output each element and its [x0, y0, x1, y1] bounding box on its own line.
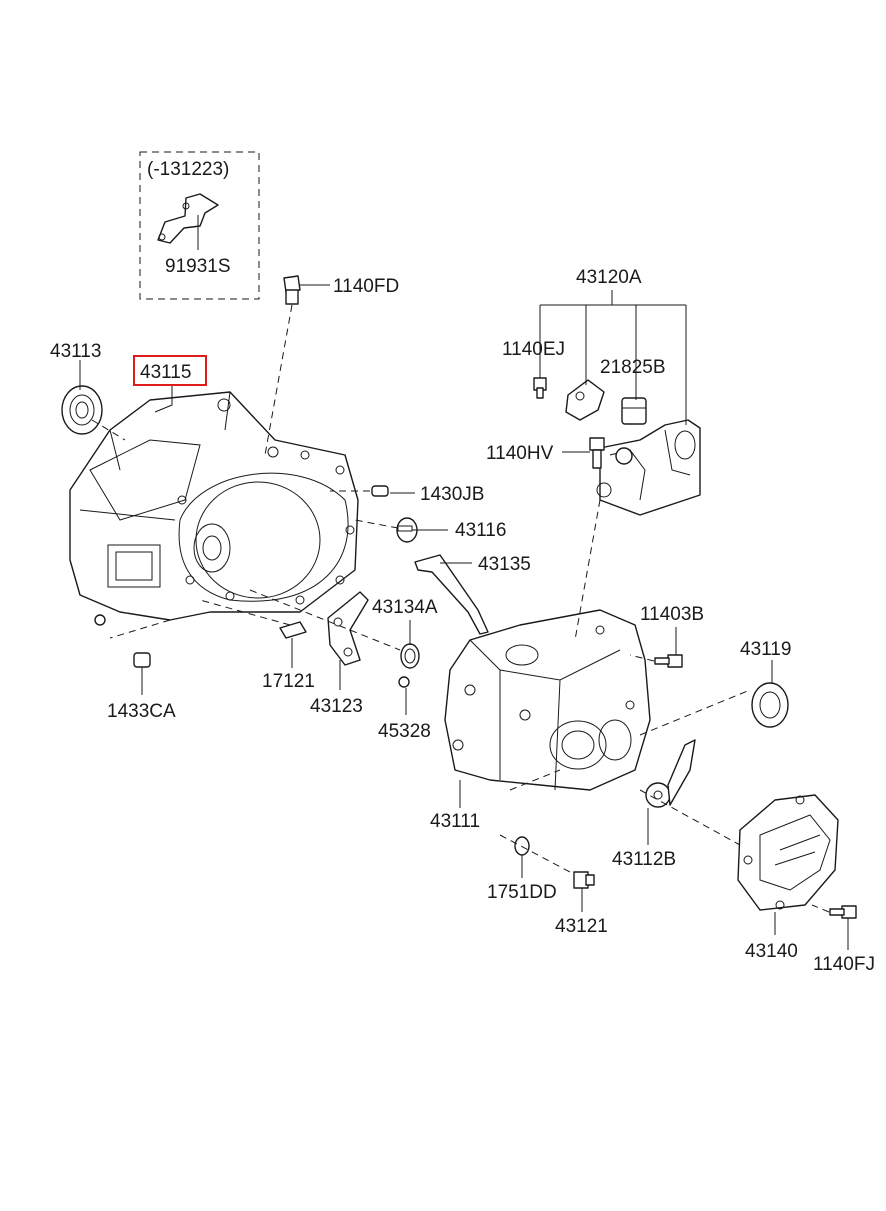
transaxle-case-43111-drawing — [444, 609, 651, 791]
variant-box-border — [139, 151, 260, 300]
clutch-housing-43115-drawing — [69, 391, 359, 626]
part-label-43115[interactable]: 43115 — [140, 362, 191, 383]
leader-lines — [79, 284, 849, 950]
bolt-11403b-drawing — [654, 654, 683, 668]
part-label-91931s[interactable]: 91931S — [165, 256, 231, 277]
seal-43134a-drawing — [400, 643, 420, 669]
part-label-1751dd[interactable]: 1751DD — [487, 882, 557, 903]
mount-bracket-43120a-drawing — [596, 419, 701, 516]
washer-17121-drawing — [279, 621, 307, 639]
part-labels: 43113 43115 1140FD 43120A 1140EJ 21825B … — [50, 267, 875, 975]
part-label-1140hv[interactable]: 1140HV — [486, 443, 554, 464]
variant-box: (-131223) 91931S — [139, 151, 260, 300]
bolt-1140fd-drawing — [283, 275, 301, 305]
part-label-43120a[interactable]: 43120A — [576, 267, 642, 288]
oil-guide-43112b-drawing — [645, 739, 696, 808]
part-label-43112b[interactable]: 43112B — [612, 849, 676, 870]
part-label-43116[interactable]: 43116 — [455, 520, 506, 541]
plate-43123-drawing — [327, 591, 369, 666]
bracket-plate-drawing — [565, 379, 605, 421]
part-label-21825b[interactable]: 21825B — [600, 357, 666, 378]
bracket-91931s-drawing — [157, 193, 219, 244]
highlight-box-43115 — [133, 355, 207, 386]
oil-seal-43119-drawing — [751, 682, 789, 728]
variant-code-label[interactable]: (-131223) — [147, 159, 229, 180]
part-label-1430jb[interactable]: 1430JB — [420, 484, 484, 505]
oil-seal-43113-drawing — [61, 385, 103, 435]
part-label-43140[interactable]: 43140 — [745, 941, 798, 962]
bushing-21825b-drawing — [621, 397, 647, 425]
end-cover-43140-drawing — [737, 794, 839, 911]
part-label-43119[interactable]: 43119 — [740, 639, 791, 660]
assembly-dashed-lines — [91, 304, 830, 913]
part-label-43135[interactable]: 43135 — [478, 554, 531, 575]
part-label-1433ca[interactable]: 1433CA — [107, 701, 176, 722]
bolt-1140fj-drawing — [829, 905, 857, 919]
dowel-1430jb-drawing — [371, 485, 389, 497]
pin-1433ca-drawing — [133, 652, 151, 668]
part-label-11403b[interactable]: 11403B — [640, 604, 704, 625]
part-label-43121[interactable]: 43121 — [555, 916, 608, 937]
part-label-1140fj[interactable]: 1140FJ — [813, 954, 875, 975]
part-label-43113[interactable]: 43113 — [50, 341, 101, 362]
plug-45328-drawing — [398, 676, 410, 688]
part-label-43123[interactable]: 43123 — [310, 696, 363, 717]
bolt-1140ej-drawing — [533, 377, 547, 399]
part-label-1140ej[interactable]: 1140EJ — [502, 339, 565, 360]
plug-43121-drawing — [573, 871, 595, 889]
part-label-43111[interactable]: 43111 — [430, 811, 480, 832]
bolt-1140hv-drawing — [589, 437, 605, 469]
part-label-1140fd[interactable]: 1140FD — [333, 276, 399, 297]
part-label-45328[interactable]: 45328 — [378, 721, 431, 742]
oil-guide-43135-drawing — [414, 554, 489, 635]
part-label-43134a[interactable]: 43134A — [372, 597, 438, 618]
part-label-17121[interactable]: 17121 — [262, 671, 315, 692]
gasket-1751dd-drawing — [514, 836, 530, 856]
